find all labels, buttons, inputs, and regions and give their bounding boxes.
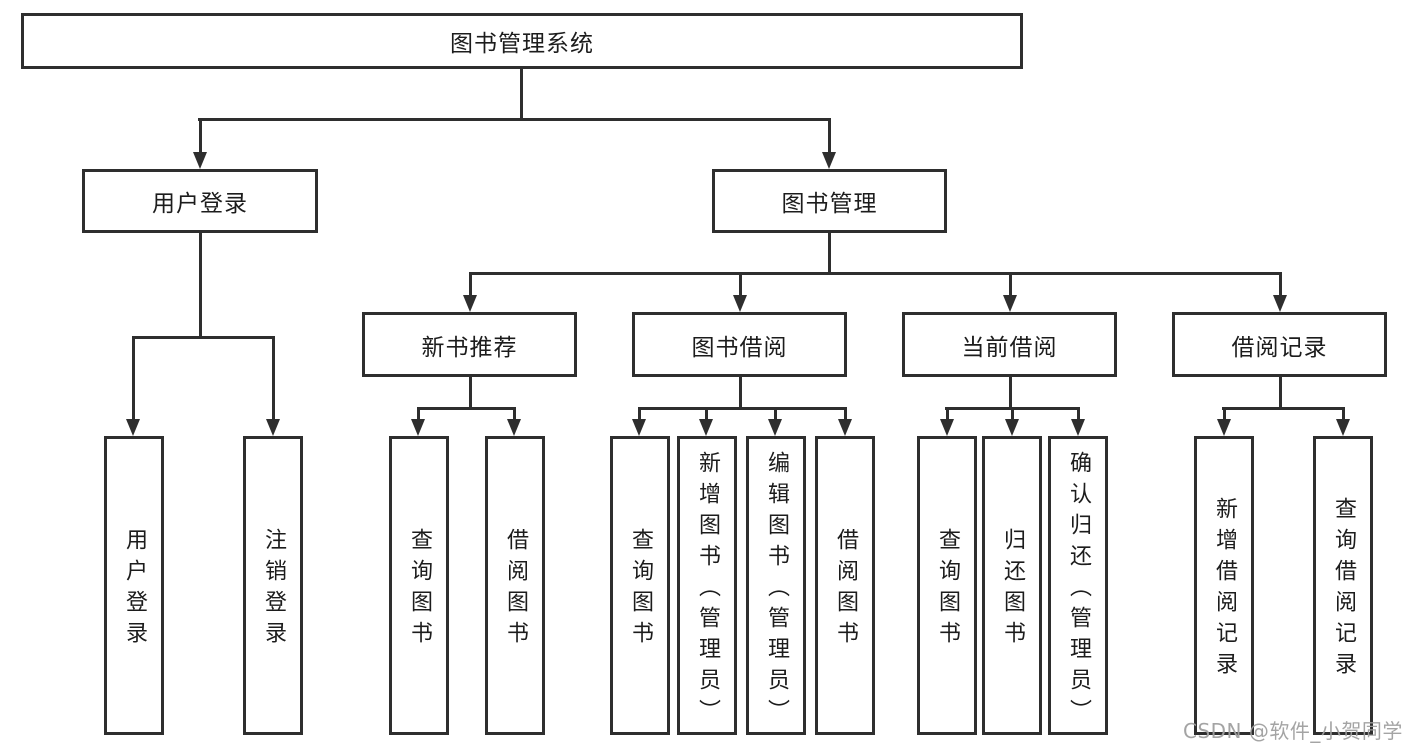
csdn-watermark: CSDN @软件_小贺同学 xyxy=(1183,719,1403,743)
connector-user-login-stem xyxy=(199,233,202,336)
arrow-cb-confirm xyxy=(1071,419,1085,436)
connector-root-stem xyxy=(520,69,523,118)
connector-drop-book-borrow xyxy=(739,272,742,296)
leaf-bb-borrow-books-label: 借阅图书 xyxy=(833,528,858,652)
connector-drop-bb-borrow xyxy=(844,407,847,420)
connector-drop-bb-add xyxy=(705,407,708,420)
leaf-bb-edit-books-admin-label: 编辑图书（管理员） xyxy=(764,450,789,730)
connector-user-login-hline xyxy=(132,336,275,339)
connector-drop-cb-return xyxy=(1011,407,1014,420)
connector-book-mgmt-hline xyxy=(469,272,1282,275)
arrow-leaf-logout xyxy=(266,419,280,436)
arrow-nb-query xyxy=(411,419,425,436)
leaf-br-add-record-label: 新增借阅记录 xyxy=(1212,497,1237,683)
connector-drop-leaf-login xyxy=(132,336,135,419)
leaf-nb-borrow-books-label: 借阅图书 xyxy=(503,528,528,652)
node-borrowing-records-label: 借阅记录 xyxy=(1231,334,1328,361)
node-book-borrowing: 图书借阅 xyxy=(632,312,847,377)
arrow-bb-edit xyxy=(768,419,782,436)
connector-drop-bb-edit xyxy=(774,407,777,420)
arrow-book-borrow xyxy=(733,295,747,312)
leaf-user-login-label: 用户登录 xyxy=(122,528,147,652)
leaf-br-add-record: 新增借阅记录 xyxy=(1194,436,1254,735)
connector-book-mgmt-stem xyxy=(828,233,831,272)
connector-root-hline xyxy=(198,118,831,121)
leaf-cb-confirm-return-admin-label: 确认归还（管理员） xyxy=(1066,450,1091,730)
connector-drop-borrow-records xyxy=(1279,272,1282,296)
arrow-current-borrow xyxy=(1003,295,1017,312)
connector-borrow-records-hline xyxy=(1222,407,1345,410)
node-user-login: 用户登录 xyxy=(82,169,318,233)
connector-book-borrow-stem xyxy=(739,377,742,407)
leaf-cb-query-books: 查询图书 xyxy=(917,436,977,735)
connector-drop-current-borrow xyxy=(1009,272,1012,296)
connector-drop-nb-borrow xyxy=(513,407,516,420)
leaf-cb-query-books-label: 查询图书 xyxy=(935,528,960,652)
leaf-bb-add-books-admin-label: 新增图书（管理员） xyxy=(695,450,720,730)
leaf-br-query-record: 查询借阅记录 xyxy=(1313,436,1373,735)
leaf-bb-borrow-books: 借阅图书 xyxy=(815,436,875,735)
leaf-user-login: 用户登录 xyxy=(104,436,164,735)
connector-current-borrow-stem xyxy=(1009,377,1012,407)
arrow-br-query xyxy=(1336,419,1350,436)
connector-drop-bb-query xyxy=(638,407,641,420)
arrow-bb-add xyxy=(699,419,713,436)
node-user-login-label: 用户登录 xyxy=(152,191,248,217)
arrow-borrow-records xyxy=(1273,295,1287,312)
leaf-logout-label: 注销登录 xyxy=(261,528,286,652)
arrow-nb-borrow xyxy=(507,419,521,436)
node-book-borrowing-label: 图书借阅 xyxy=(691,334,788,361)
leaf-cb-confirm-return-admin: 确认归还（管理员） xyxy=(1048,436,1108,735)
arrow-bb-query xyxy=(632,419,646,436)
connector-drop-cb-query xyxy=(946,407,949,420)
leaf-logout: 注销登录 xyxy=(243,436,303,735)
arrow-user-login xyxy=(193,152,207,169)
connector-borrow-records-stem xyxy=(1279,377,1282,407)
arrow-cb-return xyxy=(1005,419,1019,436)
connector-drop-user-login xyxy=(199,118,202,152)
leaf-cb-return-books: 归还图书 xyxy=(982,436,1042,735)
leaf-nb-query-books-label: 查询图书 xyxy=(407,528,432,652)
connector-drop-nb-query xyxy=(417,407,420,420)
arrow-cb-query xyxy=(940,419,954,436)
connector-new-books-stem xyxy=(469,377,472,407)
leaf-cb-return-books-label: 归还图书 xyxy=(1000,528,1025,652)
leaf-bb-query-books: 查询图书 xyxy=(610,436,670,735)
node-current-borrowing-label: 当前借阅 xyxy=(961,334,1058,361)
node-new-book-recommend-label: 新书推荐 xyxy=(421,334,518,361)
node-borrowing-records: 借阅记录 xyxy=(1172,312,1387,377)
connector-drop-new-books xyxy=(469,272,472,296)
connector-drop-book-mgmt xyxy=(828,118,831,152)
leaf-bb-add-books-admin: 新增图书（管理员） xyxy=(677,436,737,735)
connector-drop-leaf-logout xyxy=(272,336,275,419)
node-book-management-label: 图书管理 xyxy=(781,191,878,217)
node-book-management: 图书管理 xyxy=(712,169,947,233)
arrow-book-mgmt xyxy=(822,152,836,169)
arrow-new-books xyxy=(463,295,477,312)
leaf-bb-edit-books-admin: 编辑图书（管理员） xyxy=(746,436,806,735)
node-current-borrowing: 当前借阅 xyxy=(902,312,1117,377)
node-new-book-recommend: 新书推荐 xyxy=(362,312,577,377)
arrow-br-add xyxy=(1217,419,1231,436)
leaf-br-query-record-label: 查询借阅记录 xyxy=(1331,497,1356,683)
arrow-bb-borrow xyxy=(838,419,852,436)
connector-drop-br-query xyxy=(1342,407,1345,420)
node-library-management-system-label: 图书管理系统 xyxy=(450,31,594,57)
arrow-leaf-login xyxy=(126,419,140,436)
node-library-management-system: 图书管理系统 xyxy=(21,13,1023,69)
connector-new-books-hline xyxy=(417,407,516,410)
connector-book-borrow-hline xyxy=(638,407,846,410)
connector-drop-br-add xyxy=(1223,407,1226,420)
leaf-nb-borrow-books: 借阅图书 xyxy=(485,436,545,735)
leaf-nb-query-books: 查询图书 xyxy=(389,436,449,735)
connector-drop-cb-confirm xyxy=(1077,407,1080,420)
leaf-bb-query-books-label: 查询图书 xyxy=(628,528,653,652)
